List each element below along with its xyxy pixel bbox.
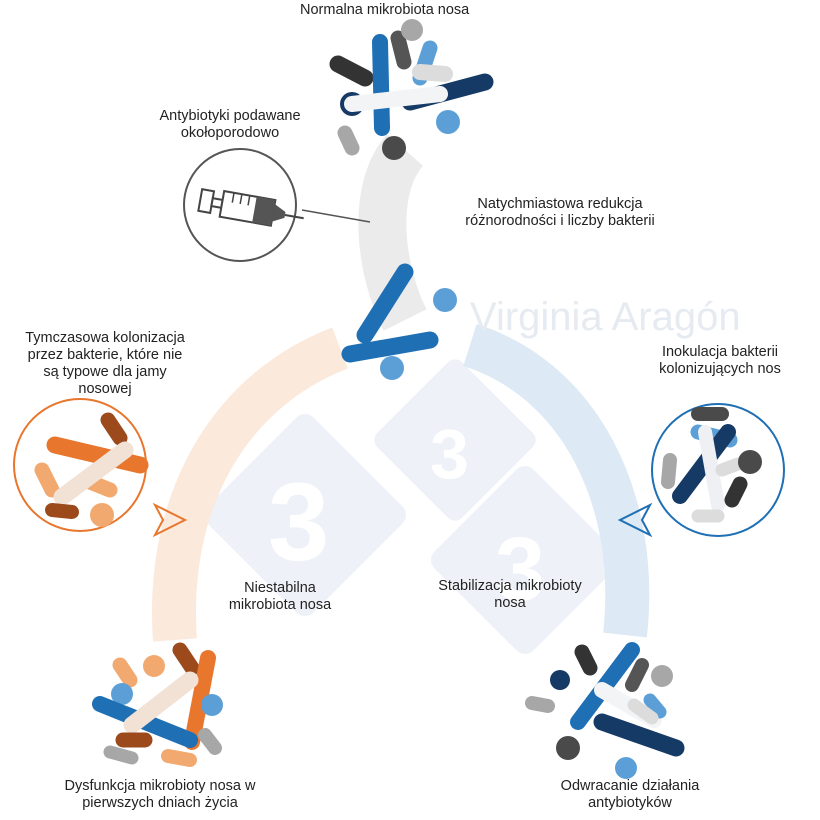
arrow-left [152, 502, 188, 538]
label-temporary-line2: przez bakterie, które nie [27, 347, 183, 363]
label-dysfunction-line1: Dysfunkcja mikrobioty nosa w [64, 778, 256, 794]
label-antibiotics: Antybiotyki podawane okołoporodowo [150, 108, 310, 142]
watermark-digits: 3 3 3 [268, 415, 545, 620]
watermark-text: Virginia Aragón [470, 295, 741, 339]
atypical-bacteria-cluster [34, 412, 149, 527]
label-reversal-line2: antybiotyków [588, 795, 672, 811]
label-reduction-line2: różnorodności i liczby bakterii [465, 213, 655, 229]
label-normal-microbiota: Normalna mikrobiota nosa [300, 2, 470, 18]
svg-text:3: 3 [495, 520, 545, 620]
label-unstable-line1: Niestabilna [244, 580, 316, 596]
arc-right-blue [462, 324, 650, 638]
arc-left-orange [152, 327, 349, 642]
label-temporary-colonization: Tymczasowa kolonizacja przez bakterie, k… [5, 330, 205, 398]
label-reduction-line1: Natychmiastowa redukcja [477, 196, 643, 212]
label-stabilization-line1: Stabilizacja mikrobioty [438, 578, 582, 594]
colonizing-bacteria-cluster [661, 407, 762, 523]
label-inoculation-line1: Inokulacja bakterii [661, 344, 779, 360]
label-temporary-line1: Tymczasowa kolonizacja [25, 330, 185, 346]
label-reversal: Odwracanie działania antybiotyków [540, 778, 720, 812]
watermark-logo [203, 359, 620, 655]
label-inoculation: Inokulacja bakterii kolonizujących nos [640, 344, 800, 378]
label-stabilization-line2: nosa [494, 595, 526, 611]
label-antibiotics-line1: Antybiotyki podawane [159, 108, 301, 124]
label-antibiotics-line2: okołoporodowo [180, 125, 280, 141]
label-inoculation-line2: kolonizujących nos [659, 361, 781, 377]
label-dysfunction: Dysfunkcja mikrobioty nosa w pierwszych … [40, 778, 280, 812]
dysfunction-cluster [92, 642, 223, 767]
normal-microbiota-cluster [329, 19, 494, 160]
syringe-icon [197, 188, 304, 227]
label-reversal-line1: Odwracanie działania [560, 778, 700, 794]
label-stabilization: Stabilizacja mikrobioty nosa [420, 578, 600, 612]
label-unstable: Niestabilna mikrobiota nosa [210, 580, 350, 614]
arrow-right [617, 502, 653, 538]
svg-text:3: 3 [430, 415, 469, 493]
label-unstable-line2: mikrobiota nosa [228, 597, 332, 613]
label-dysfunction-line2: pierwszych dniach życia [82, 795, 238, 811]
label-temporary-line3: są typowe dla jamy [43, 364, 167, 380]
label-temporary-line4: nosowej [78, 381, 132, 397]
label-reduction: Natychmiastowa redukcja różnorodności i … [445, 196, 675, 230]
svg-text:3: 3 [268, 461, 329, 584]
reversal-cluster [525, 642, 685, 779]
reduced-microbiota-cluster [341, 263, 457, 380]
arc-top-gray [358, 134, 427, 331]
